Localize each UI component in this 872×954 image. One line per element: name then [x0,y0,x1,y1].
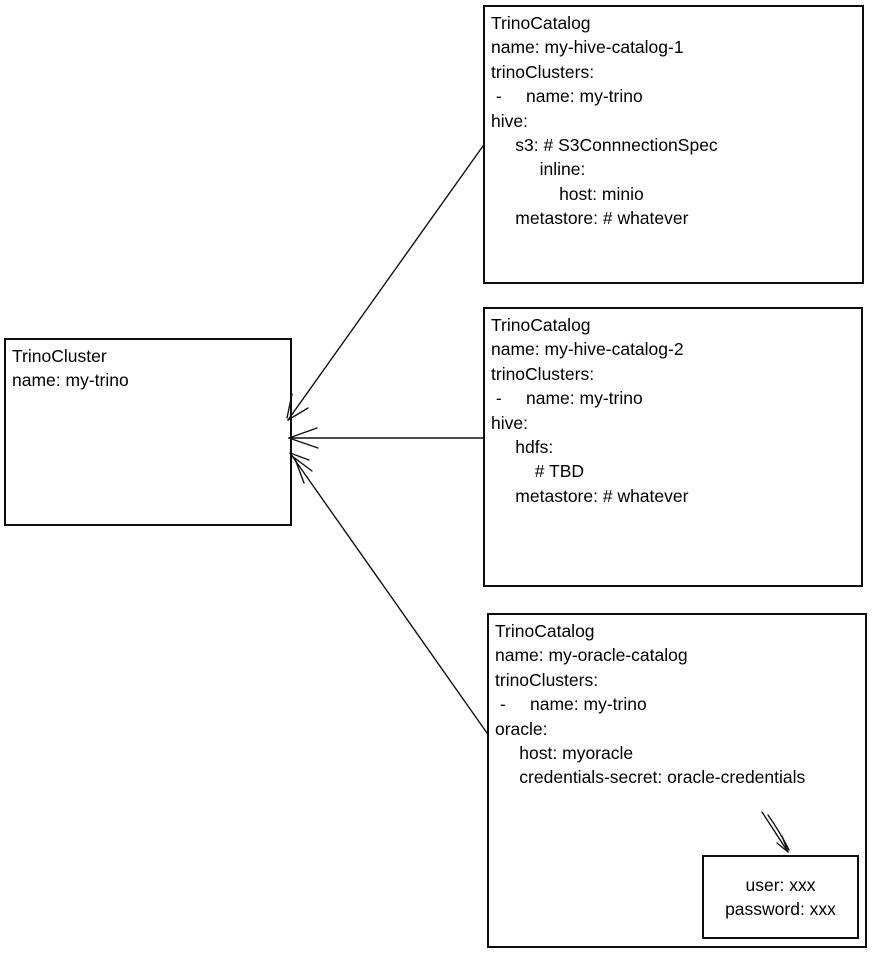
text-line: name: my-trino [12,370,129,391]
text-line: TrinoCluster [12,346,107,366]
trino-cluster-box: TrinoCluster name: my-trino [4,338,292,526]
text-line: s3: # S3ConnnectionSpec [491,135,718,156]
connector-catalog1-to-cluster [286,145,484,421]
text-line: TrinoCatalog [495,621,595,641]
credentials-secret-box: user: xxx password: xxx [702,855,859,939]
text-line: name: my-oracle-catalog [495,645,688,666]
connector-catalog2-to-cluster [288,427,484,449]
text-line: TrinoCatalog [491,315,591,335]
text-line: hdfs: [491,437,554,458]
text-line: TrinoCatalog [491,13,591,33]
text-line: trinoClusters: [495,669,599,690]
text-line: credentials-secret: oracle-credentials [495,767,806,788]
text-line: hive: [491,412,528,433]
text-line: - name: my-trino [491,388,643,409]
connector-catalog3-to-cluster [289,452,488,734]
trino-catalog-hive-2-text: TrinoCatalog name: my-hive-catalog-2 trino… [485,309,861,512]
text-line: # TBD [491,461,585,482]
trino-catalog-hive-1-text: TrinoCatalog name: my-hive-catalog-1 trino… [485,7,862,235]
text-line: host: minio [491,183,644,204]
text-line: - name: my-trino [495,694,647,715]
text-line: inline: [491,159,586,180]
text-line: host: myoracle [495,743,634,764]
text-line: password: xxx [725,899,836,919]
text-line: - name: my-trino [491,86,643,107]
text-line: oracle: [495,718,548,739]
credentials-secret-text: user: xxx password: xxx [725,873,836,922]
text-line: user: xxx [745,874,816,895]
text-line: metastore: # whatever [491,208,689,229]
text-line: trinoClusters: [491,61,595,82]
text-line: trinoClusters: [491,363,595,384]
trino-cluster-text: TrinoCluster name: my-trino [6,340,290,397]
trino-catalog-box-hive-2: TrinoCatalog name: my-hive-catalog-2 trino… [483,307,863,587]
text-line: metastore: # whatever [491,485,689,506]
trino-catalog-oracle-text: TrinoCatalog name: my-oracle-catalog trino… [489,615,865,794]
text-line: name: my-hive-catalog-2 [491,339,684,360]
trino-catalog-box-hive-1: TrinoCatalog name: my-hive-catalog-1 trino… [483,5,864,284]
text-line: name: my-hive-catalog-1 [491,37,684,58]
text-line: hive: [491,110,528,131]
